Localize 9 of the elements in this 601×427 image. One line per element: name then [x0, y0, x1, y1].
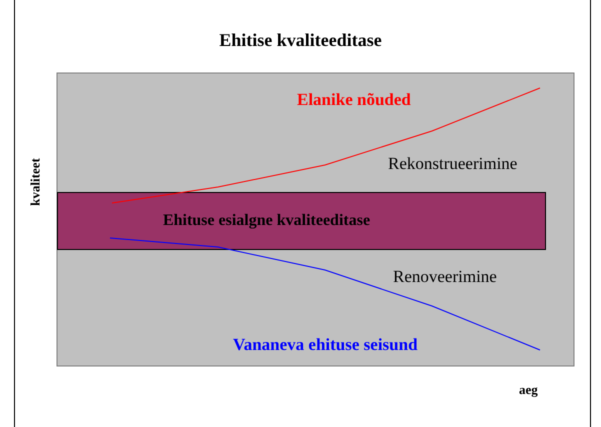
axis-label: kvaliteet [28, 158, 42, 206]
zone-label: Rekonstrueerimine [388, 155, 518, 172]
band [57, 192, 546, 250]
zone-label: Renoveerimine [393, 268, 497, 285]
band-label: Ehituse esialgne kvaliteeditase [162, 212, 372, 230]
axis-label: aeg [519, 383, 538, 396]
curve-label: Elanike nõuded [297, 91, 411, 108]
title: Ehitise kvaliteeditase [218, 31, 383, 49]
curve-label: Vananeva ehituse seisund [233, 336, 418, 353]
